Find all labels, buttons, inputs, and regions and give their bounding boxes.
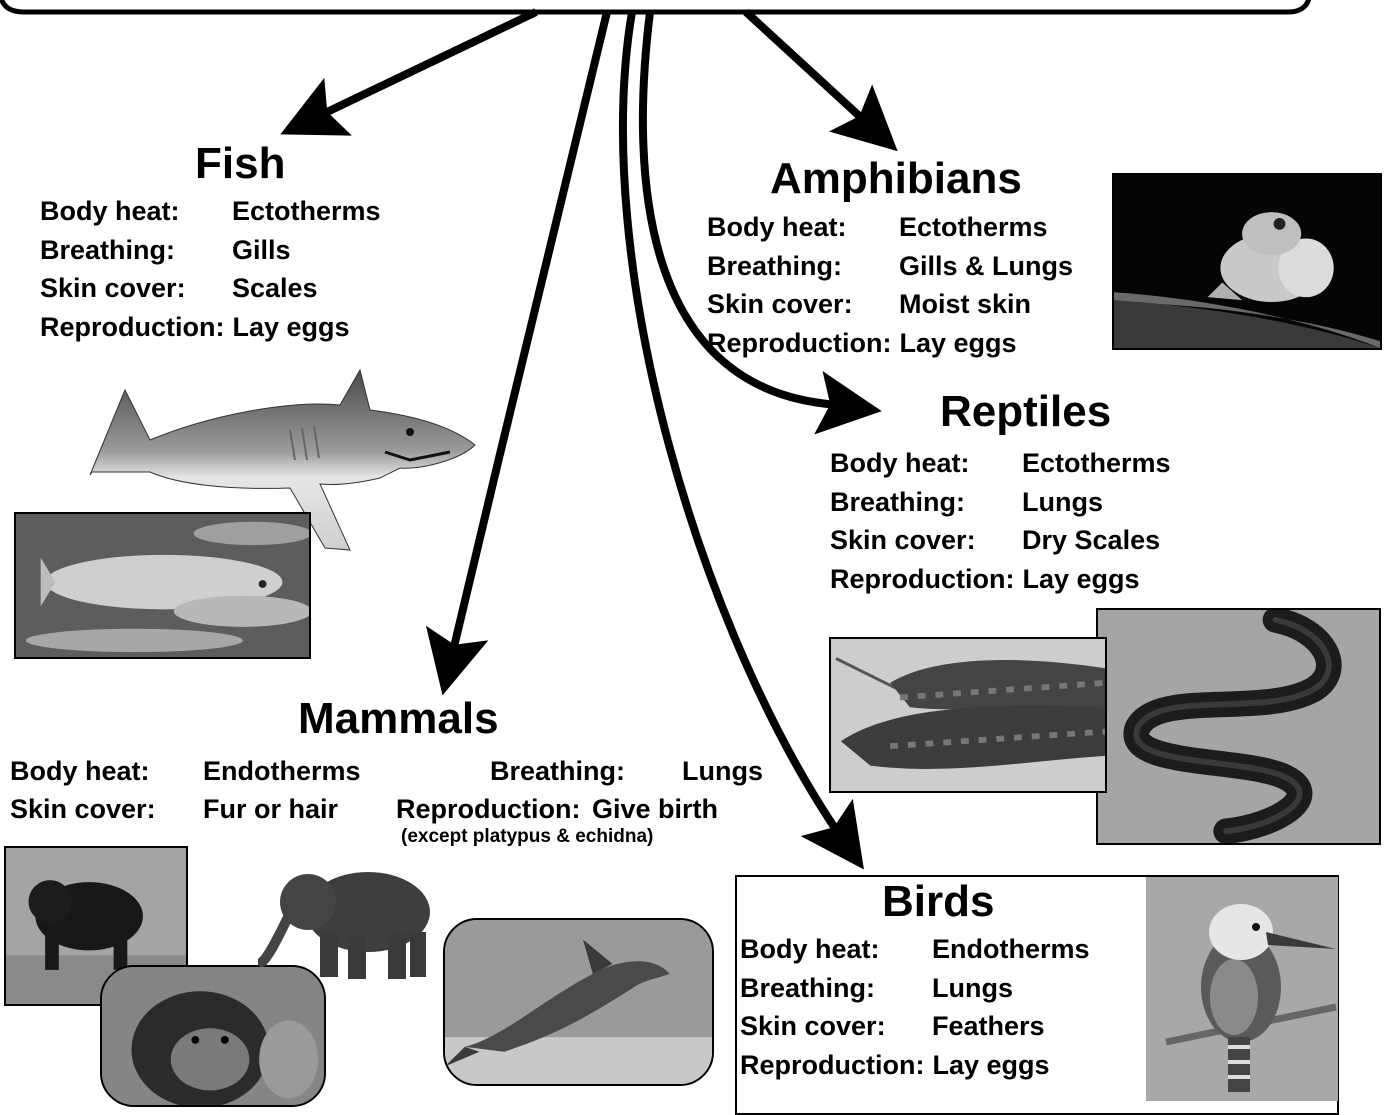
fact-value: Gills & Lungs xyxy=(899,247,1073,286)
mammals-note: (except platypus & echidna) xyxy=(401,826,653,848)
frog-photo xyxy=(1112,173,1382,350)
kookaburra-photo xyxy=(1146,877,1338,1101)
fact-label: Reproduction: xyxy=(40,308,224,347)
arrow-to-fish xyxy=(302,12,536,124)
amphibians-fact-row: Skin cover:Moist skin xyxy=(707,285,1073,324)
fact-label: Reproduction: xyxy=(396,790,580,829)
fish-fact-row: Skin cover:Scales xyxy=(40,269,381,308)
fact-label: Reproduction: xyxy=(740,1046,924,1085)
fact-label: Body heat: xyxy=(740,930,932,969)
fact-label: Reproduction: xyxy=(830,560,1014,599)
reptiles-facts: Body heat:Ectotherms Breathing:Lungs Ski… xyxy=(830,444,1171,598)
fact-label: Breathing: xyxy=(490,752,625,791)
chimpanzee-photo xyxy=(100,965,326,1107)
fact-value: Lay eggs xyxy=(232,308,349,347)
arrow-to-amphibians xyxy=(746,12,880,135)
fact-value: Lay eggs xyxy=(932,1046,1049,1085)
fact-value: Give birth xyxy=(592,790,718,829)
fact-value: Lungs xyxy=(932,969,1013,1008)
snake-photo xyxy=(1096,608,1381,845)
fact-label: Body heat: xyxy=(707,208,899,247)
blue-tongue-lizard-photo xyxy=(829,637,1107,793)
fact-label: Breathing: xyxy=(740,969,932,1008)
fact-value: Gills xyxy=(232,231,291,270)
fact-label: Reproduction: xyxy=(707,324,891,363)
fact-value: Dry Scales xyxy=(1022,521,1160,560)
fact-value: Ectotherms xyxy=(1022,444,1171,483)
fact-label: Skin cover: xyxy=(830,521,1022,560)
amphibians-fact-row: Breathing:Gills & Lungs xyxy=(707,247,1073,286)
fish-school-photo xyxy=(14,512,311,659)
fish-fact-row: Body heat:Ectotherms xyxy=(40,192,381,231)
fact-label: Breathing: xyxy=(830,483,1022,522)
reptiles-title: Reptiles xyxy=(940,390,1111,434)
reptiles-fact-row: Skin cover:Dry Scales xyxy=(830,521,1171,560)
fish-title: Fish xyxy=(195,142,285,186)
fact-value: Ectotherms xyxy=(899,208,1048,247)
fact-label: Breathing: xyxy=(707,247,899,286)
arrow-to-birds xyxy=(623,12,850,850)
birds-fact-row: Body heat:Endotherms xyxy=(740,930,1090,969)
birds-facts: Body heat:Endotherms Breathing:Lungs Ski… xyxy=(740,930,1090,1084)
fact-value: Endotherms xyxy=(932,930,1090,969)
elephant-icon xyxy=(258,862,444,982)
amphibians-fact-row: Body heat:Ectotherms xyxy=(707,208,1073,247)
birds-fact-row: Breathing:Lungs xyxy=(740,969,1090,1008)
fact-label: Body heat: xyxy=(830,444,1022,483)
reptiles-fact-row: Reproduction:Lay eggs xyxy=(830,560,1171,599)
mammals-facts: Body heat: Endotherms Breathing: Lungs S… xyxy=(10,752,790,832)
amphibians-title: Amphibians xyxy=(770,157,1022,201)
fact-label: Body heat: xyxy=(40,192,232,231)
fish-fact-row: Reproduction:Lay eggs xyxy=(40,308,381,347)
birds-title: Birds xyxy=(882,880,994,924)
mammals-title: Mammals xyxy=(298,697,499,741)
birds-fact-row: Reproduction:Lay eggs xyxy=(740,1046,1090,1085)
fact-value: Feathers xyxy=(932,1007,1045,1046)
fact-value: Endotherms xyxy=(203,752,361,791)
dolphin-photo xyxy=(443,918,714,1086)
fact-label: Skin cover: xyxy=(40,269,232,308)
top-category-box xyxy=(0,0,1310,12)
fact-value: Lungs xyxy=(682,752,763,791)
fish-facts: Body heat:Ectotherms Breathing:Gills Ski… xyxy=(40,192,381,346)
amphibians-facts: Body heat:Ectotherms Breathing:Gills & L… xyxy=(707,208,1073,362)
reptiles-fact-row: Breathing:Lungs xyxy=(830,483,1171,522)
fact-label: Skin cover: xyxy=(707,285,899,324)
fact-value: Scales xyxy=(232,269,318,308)
fact-value: Ectotherms xyxy=(232,192,381,231)
fact-label: Skin cover: xyxy=(740,1007,932,1046)
birds-fact-row: Skin cover:Feathers xyxy=(740,1007,1090,1046)
amphibians-fact-row: Reproduction:Lay eggs xyxy=(707,324,1073,363)
fact-value: Lungs xyxy=(1022,483,1103,522)
fact-label: Breathing: xyxy=(40,231,232,270)
arrow-to-mammals xyxy=(448,12,607,672)
fact-value: Fur or hair xyxy=(203,790,338,829)
reptiles-fact-row: Body heat:Ectotherms xyxy=(830,444,1171,483)
fact-label: Skin cover: xyxy=(10,790,156,829)
fish-fact-row: Breathing:Gills xyxy=(40,231,381,270)
fact-value: Moist skin xyxy=(899,285,1031,324)
fact-value: Lay eggs xyxy=(1022,560,1139,599)
fact-value: Lay eggs xyxy=(899,324,1016,363)
fact-label: Body heat: xyxy=(10,752,150,791)
